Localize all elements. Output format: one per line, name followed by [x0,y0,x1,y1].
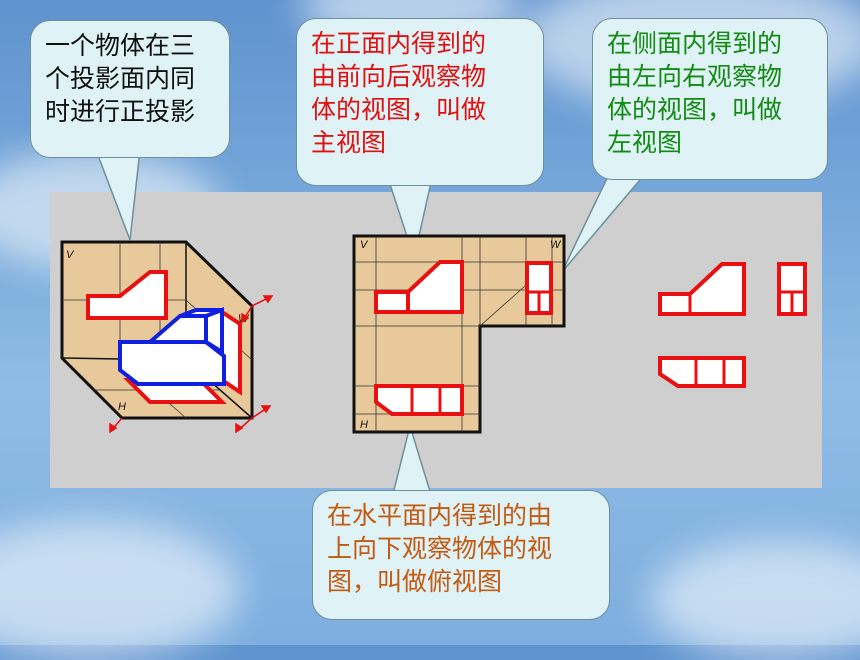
three-views [658,262,807,388]
callout-side-line: 体的视图，叫做 [607,95,783,124]
unfolded-top-view [374,384,464,416]
callout-top-line: 上向下观察物体的视 [327,534,553,563]
callout-projection-line: 个投影面内同 [45,64,196,93]
callout-pointer-top [391,423,434,499]
plane-label-h: H [118,401,126,413]
callout-side-line: 由左向右观察物 [607,62,783,91]
callout-front-line: 体的视图，叫做 [311,95,487,124]
unfolded-planes: V W H [352,234,566,434]
callout-side-line: 在侧面内得到的 [607,29,783,58]
callout-pointer-side [561,167,652,273]
callout-side-line: 左视图 [607,128,683,157]
callout-top-view: 在水平面内得到的由 上向下观察物体的视 图，叫做俯视图 [312,490,610,620]
callout-front-line: 主视图 [311,128,387,157]
callout-pointer-projection [94,149,141,241]
callout-top-line: 在水平面内得到的由 [327,501,553,530]
callout-projection: 一个物体在三 个投影面内同 时进行正投影 [30,20,230,158]
unfold-arrows [109,295,274,434]
callout-front-line: 由前向后观察物 [311,62,487,91]
callout-side-view: 在侧面内得到的 由左向右观察物 体的视图，叫做 左视图 [592,18,828,180]
callout-front-view: 在正面内得到的 由前向后观察物 体的视图，叫做 主视图 [296,18,544,186]
unfolded-label-h: H [360,419,368,431]
final-top-view [658,356,746,388]
front-projection-on-v [86,270,168,320]
callout-projection-line: 时进行正投影 [45,97,196,126]
unfolded-label-w: W [550,239,562,251]
unfolded-label-v: V [360,239,369,251]
plane-label-v: V [66,249,75,261]
callout-front-line: 在正面内得到的 [311,29,487,58]
projection-drawing: V W H [60,149,807,499]
callout-projection-line: 一个物体在三 [45,31,196,60]
final-front-view [658,262,746,316]
callout-top-line: 图，叫做俯视图 [327,567,503,596]
object-3d [118,307,226,386]
isometric-projection-box: V W H [60,240,274,434]
